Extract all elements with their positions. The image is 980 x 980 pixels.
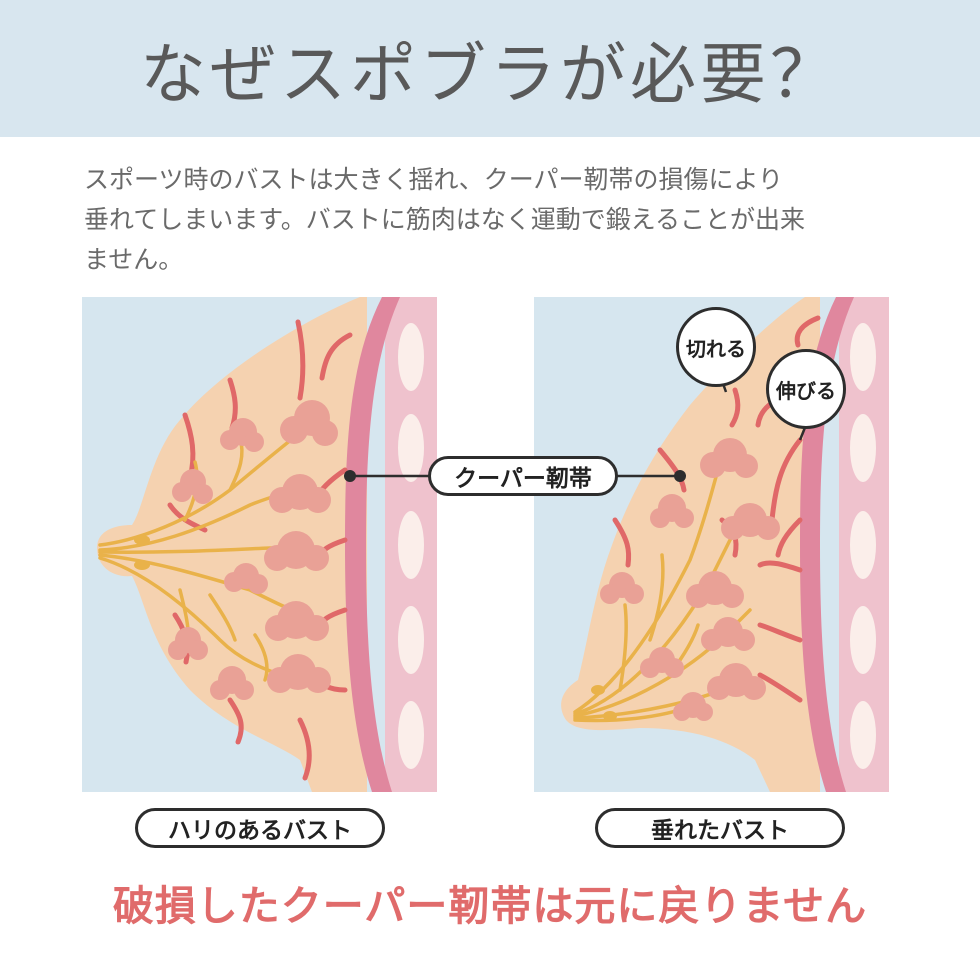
ligament-label: クーパー靭帯 bbox=[428, 456, 618, 496]
description-line-1: スポーツ時のバストは大きく揺れ、クーパー靭帯の損傷により bbox=[84, 165, 784, 194]
breast-tissue bbox=[561, 297, 820, 792]
mammary-glands bbox=[168, 400, 338, 700]
pectoral-muscle bbox=[345, 297, 400, 792]
page-title: なぜスポブラが必要？ bbox=[140, 35, 840, 113]
rib bbox=[398, 701, 424, 769]
rib bbox=[850, 323, 876, 391]
rib bbox=[850, 414, 876, 482]
rib bbox=[398, 323, 424, 391]
rib bbox=[398, 511, 424, 579]
description-line-3: ません。 bbox=[84, 245, 184, 274]
firm-bust-diagram bbox=[82, 297, 437, 792]
sagging-bust-label: 垂れたバスト bbox=[595, 808, 845, 848]
description-line-2: 垂れてしまいます。バストに筋肉はなく運動で鍛えることが出来 bbox=[84, 205, 806, 234]
footer-message: 破損したクーパー靭帯は元に戻りません bbox=[112, 882, 868, 930]
rib bbox=[398, 414, 424, 482]
firm-bust-label: ハリのあるバスト bbox=[135, 808, 385, 848]
rib bbox=[850, 606, 876, 674]
ligament-connector bbox=[344, 470, 686, 482]
stretched-bubble: 伸びる bbox=[766, 349, 846, 429]
pointer-dot bbox=[674, 470, 686, 482]
description: スポーツ時のバストは大きく揺れ、クーパー靭帯の損傷により 垂れてしまいます。バス… bbox=[84, 160, 904, 280]
rib bbox=[850, 511, 876, 579]
header-banner: なぜスポブラが必要？ bbox=[0, 0, 980, 137]
nipple bbox=[591, 685, 617, 721]
rib bbox=[850, 701, 876, 769]
rib bbox=[398, 606, 424, 674]
nipple bbox=[134, 535, 150, 570]
pointer-dot bbox=[344, 470, 356, 482]
torn-bubble: 切れる bbox=[676, 307, 756, 387]
mammary-glands bbox=[600, 438, 780, 721]
